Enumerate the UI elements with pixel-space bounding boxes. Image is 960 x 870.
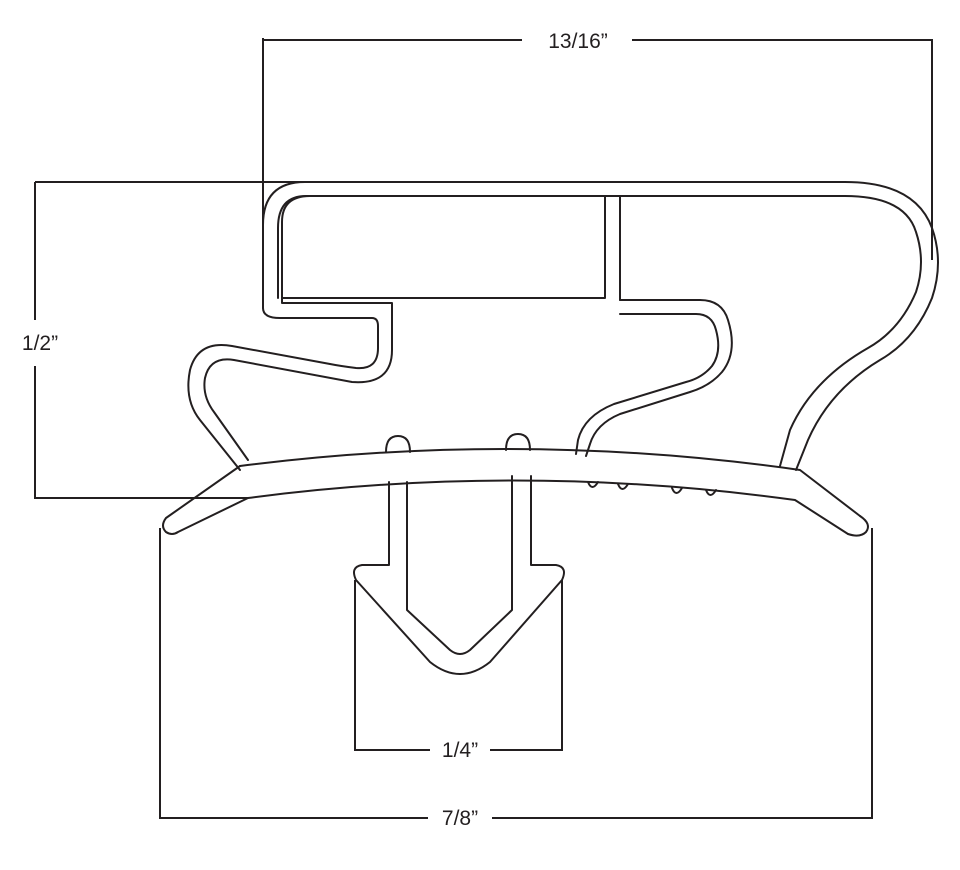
dart-outer: [353, 475, 565, 675]
dim-top-line-right: [632, 39, 933, 260]
dim-label-top: 13/16”: [548, 30, 608, 53]
dart-inner: [406, 475, 513, 655]
flange-bottom-edge: [247, 479, 849, 535]
flange-top-edge: [239, 447, 861, 517]
dim-label-base: 7/8”: [442, 807, 478, 830]
bottom-bead-4: [705, 489, 717, 496]
gasket-profile: [162, 181, 939, 675]
dim-dart-left: [354, 580, 430, 751]
bellows-right-outer: [585, 299, 733, 457]
dimension-lines: [34, 38, 933, 819]
bottom-bead-2: [617, 483, 629, 490]
flange-left-tip: [162, 465, 249, 535]
dim-left-line-top: [34, 181, 305, 320]
bottom-bead-3: [671, 487, 683, 494]
bellows-right-inner: [575, 313, 720, 455]
top-bead-left: [385, 435, 411, 453]
top-bead-right: [505, 433, 531, 451]
chamber-floor: [187, 307, 379, 471]
dim-label-left: 1/2”: [22, 332, 58, 355]
dim-dart-right: [490, 580, 563, 751]
dim-base-right: [492, 528, 873, 819]
dim-label-dart: 1/4”: [442, 739, 478, 762]
bottom-bead-1: [587, 481, 599, 488]
dim-base-left: [159, 528, 428, 819]
chamber-floor-inner: [203, 297, 393, 461]
flange-right-tip: [847, 515, 869, 537]
dim-left-line-bottom: [34, 366, 248, 499]
magnet-pocket: [281, 195, 606, 299]
bulb-inner-outline: [277, 195, 922, 467]
